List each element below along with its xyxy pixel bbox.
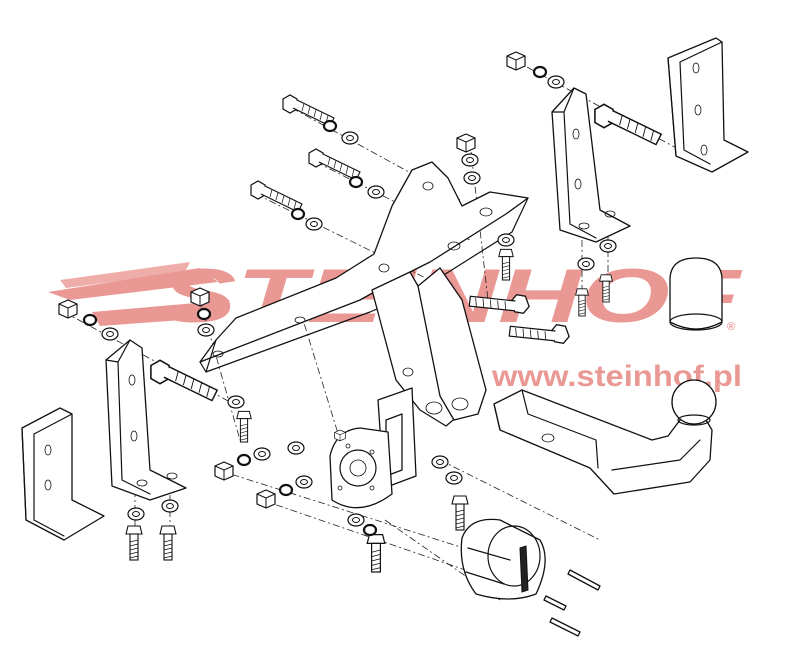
- nut-lower-2: [256, 489, 276, 509]
- nut-left: [58, 299, 78, 319]
- bolt-upper-3: [250, 180, 303, 213]
- socket-mounting-plate: [329, 387, 417, 509]
- steinhof-logo-swoosh: [48, 262, 230, 326]
- bolt-upper-2: [308, 148, 361, 181]
- left-l-bracket-rear: [21, 407, 105, 541]
- nut-crossbar-mid: [190, 287, 210, 307]
- towbar-side-plates: [371, 267, 487, 427]
- tow-ball: [671, 379, 717, 426]
- nut-small-plate: [334, 429, 346, 442]
- vertical-bolt-low: [451, 495, 469, 531]
- vertical-bolt-crossbar: [236, 410, 252, 443]
- nut-right-top: [506, 51, 526, 71]
- watermark-registered: ®: [727, 321, 735, 333]
- bolt-right-long: [594, 103, 662, 146]
- right-l-bracket-front: [551, 87, 631, 243]
- vertical-bolt-socket-plate: [366, 533, 386, 573]
- nut-lower-1: [214, 461, 234, 481]
- right-l-bracket-rear: [667, 37, 749, 173]
- left-l-bracket-front: [105, 339, 187, 501]
- tow-ball-cover-cap: [669, 257, 723, 331]
- vertical-bolt-left-2: [159, 525, 177, 561]
- tow-neck-drawbar: [493, 389, 713, 495]
- vertical-bolt-left-1: [125, 525, 143, 561]
- electrical-socket: [460, 518, 546, 600]
- nut-crossbar-top: [456, 133, 476, 153]
- socket-screws: [543, 569, 601, 637]
- towbar-crossbar: [199, 161, 529, 373]
